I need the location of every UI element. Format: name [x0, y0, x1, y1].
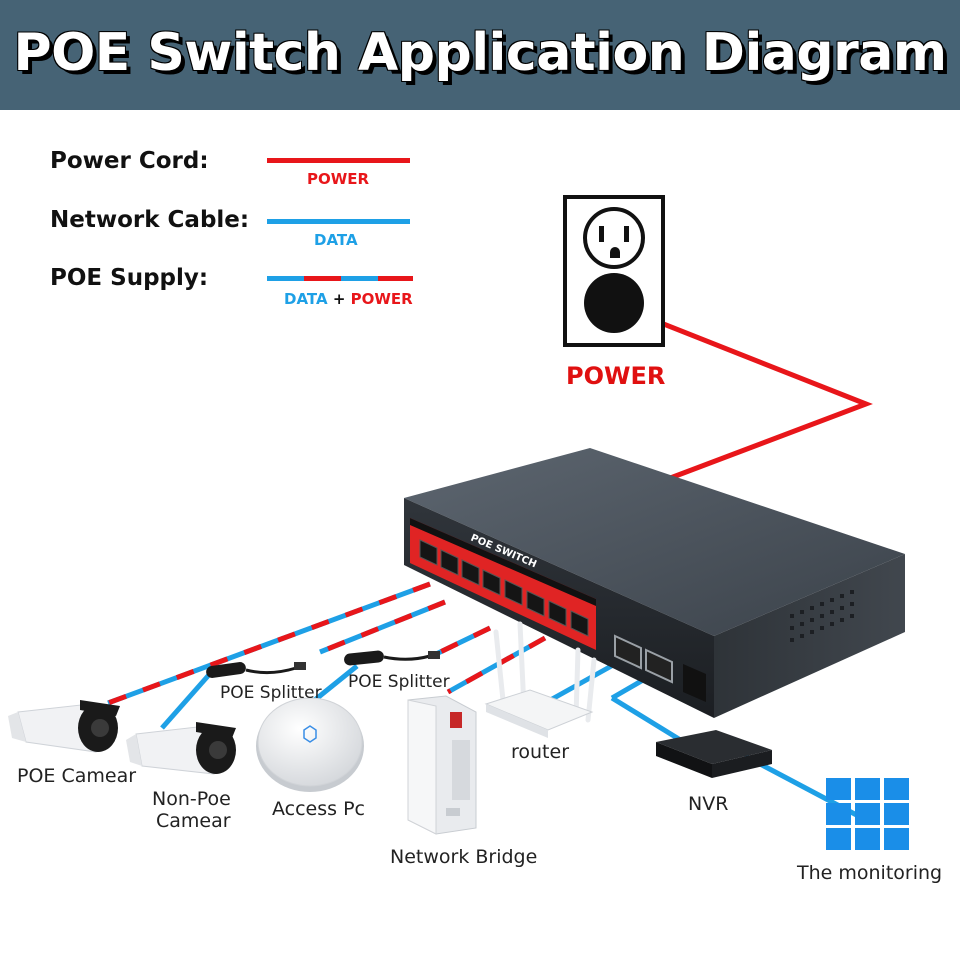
- legend-power-cord-label: Power Cord:: [50, 148, 209, 174]
- outlet-plug: [584, 273, 644, 333]
- legend-poe-caption-data: DATA: [284, 290, 328, 308]
- poe-cable-splitter-2: [432, 625, 492, 658]
- legend-poe-supply-label: POE Supply:: [50, 265, 209, 291]
- legend-power-caption: POWER: [307, 170, 370, 188]
- monitor-icon: [826, 778, 909, 850]
- data-cable-splitter1-camera: [160, 666, 217, 730]
- label-non-poe-camera-line1: Non-Poe: [152, 788, 231, 810]
- router-icon: [484, 621, 597, 738]
- switch-uplink-ports: [614, 634, 673, 684]
- access-point-icon: [256, 697, 364, 792]
- legend-data-line: [267, 219, 410, 224]
- network-bridge-icon: [407, 695, 477, 835]
- label-poe-splitter-2: POE Splitter: [348, 672, 450, 692]
- power-cord: [617, 303, 873, 483]
- label-network-bridge: Network Bridge: [390, 846, 538, 868]
- legend-poe-caption-plus: +: [332, 290, 346, 308]
- legend-data-caption: DATA: [314, 231, 358, 249]
- poe-switch: POE SWITCH: [404, 448, 905, 718]
- non-poe-camera-icon: [126, 722, 236, 775]
- legend-power-line: [267, 158, 410, 163]
- label-nvr: NVR: [688, 793, 729, 815]
- header-banner: [0, 0, 960, 110]
- poe-splitter-2-icon: [344, 650, 440, 666]
- switch-vents: [790, 590, 854, 642]
- data-cable-router: [543, 661, 617, 706]
- page-title: POE Switch Application Diagram: [13, 23, 947, 83]
- legend-poe-caption-power: POWER: [350, 290, 413, 308]
- label-poe-splitter-1: POE Splitter: [220, 683, 322, 703]
- poe-camera-icon: [8, 700, 120, 753]
- label-non-poe-camera-line2: Camear: [156, 810, 231, 832]
- outlet-power-label: POWER: [566, 362, 666, 390]
- label-access-point: Access Pc: [272, 798, 365, 820]
- legend-poe-caption: DATA + POWER: [284, 290, 413, 308]
- legend-poe-line: [267, 276, 413, 281]
- poe-cable-splitter-1: [319, 599, 446, 655]
- wall-outlet: [563, 195, 665, 347]
- label-router: router: [511, 741, 570, 763]
- poe-splitter-1-icon: [206, 662, 306, 678]
- switch-poe-ports: [419, 539, 589, 637]
- label-monitor: The monitoring: [797, 862, 943, 884]
- legend-network-cable-label: Network Cable:: [50, 207, 250, 233]
- poe-cable-camera: [107, 581, 431, 706]
- nvr-icon: [656, 730, 772, 778]
- switch-dip: [683, 664, 706, 702]
- label-poe-camera: POE Camear: [17, 765, 137, 787]
- poe-cable-bridge: [446, 635, 547, 695]
